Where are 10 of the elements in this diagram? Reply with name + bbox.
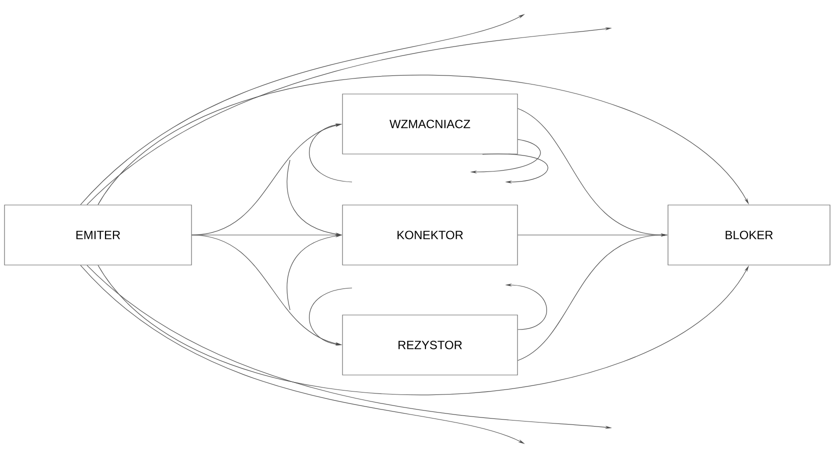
process-box: BLOKER [668,204,830,266]
process-box: EMITER [4,204,192,266]
process-box: REZYSTOR [342,314,518,376]
process-box: WZMACNIACZ [342,94,518,154]
process-box: KONEKTOR [342,204,518,266]
arrow [309,288,352,346]
arrow [98,265,749,396]
arrow [482,154,548,184]
arrow [98,74,749,205]
arrow [309,123,352,182]
